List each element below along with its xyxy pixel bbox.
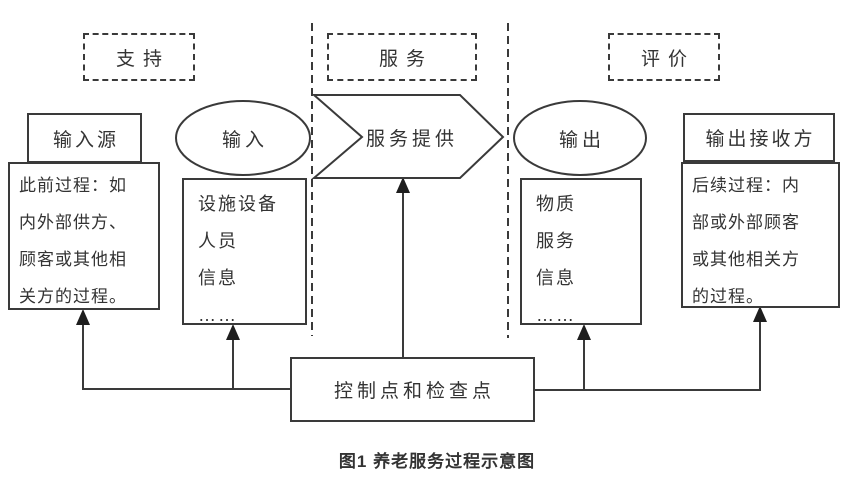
input-ellipse — [175, 100, 311, 176]
input-source-line: 此前过程：如 — [19, 176, 127, 195]
output-ellipse — [513, 100, 647, 176]
phase-label-service: 服务 — [378, 48, 433, 70]
arrowhead-to-service — [396, 177, 410, 193]
connector-control-left — [82, 320, 290, 390]
input-source-line: 顾客或其他相 — [19, 250, 127, 269]
phase-label-support: 支持 — [115, 48, 170, 70]
output-receiver-line: 的过程。 — [692, 287, 764, 306]
phase-box-evaluation: 评价 — [608, 33, 720, 81]
arrowhead-to-output-box — [577, 324, 591, 340]
control-points-label: 控制点和检查点 — [333, 381, 495, 402]
output-items-box: 物质 服务 信息 …… — [520, 178, 642, 325]
output-item: 物质 — [536, 194, 576, 214]
output-receiver-line: 后续过程：内 — [692, 176, 800, 195]
connector-control-right — [535, 317, 761, 391]
output-item: 服务 — [536, 231, 576, 251]
output-receiver-line: 或其他相关方 — [692, 250, 800, 269]
input-source-title: 输入源 — [52, 129, 119, 151]
output-ellipse-label: 输出 — [558, 129, 605, 151]
input-ellipse-label: 输入 — [221, 129, 268, 151]
service-provision-chevron — [311, 94, 505, 179]
output-receiver-title-box: 输出接收方 — [683, 113, 835, 162]
input-item: …… — [198, 305, 238, 325]
phase-label-evaluation: 评价 — [640, 48, 695, 70]
output-item: …… — [536, 305, 576, 325]
output-receiver-title: 输出接收方 — [705, 129, 816, 150]
output-receiver-body-box: 后续过程：内 部或外部顾客 或其他相关方 的过程。 — [681, 162, 840, 308]
input-source-line: 关方的过程。 — [19, 287, 127, 306]
figure-caption: 图1 养老服务过程示意图 — [338, 452, 536, 471]
input-source-title-box: 输入源 — [27, 113, 142, 163]
input-source-line: 内外部供方、 — [19, 213, 127, 232]
control-points-box: 控制点和检查点 — [290, 357, 535, 422]
input-source-body-box: 此前过程：如 内外部供方、 顾客或其他相 关方的过程。 — [8, 162, 160, 310]
service-provision-label: 服务提供 — [365, 128, 458, 150]
input-item: 信息 — [198, 268, 238, 288]
arrowhead-to-input-box — [226, 324, 240, 340]
input-items-box: 设施设备 人员 信息 …… — [182, 178, 307, 325]
arrowhead-to-input-source — [76, 309, 90, 325]
arrowhead-to-output-receiver — [753, 306, 767, 322]
output-receiver-line: 部或外部顾客 — [692, 213, 800, 232]
phase-box-support: 支持 — [83, 33, 195, 81]
input-item: 人员 — [198, 231, 238, 251]
input-item: 设施设备 — [198, 194, 278, 214]
output-item: 信息 — [536, 268, 576, 288]
phase-box-service: 服务 — [327, 33, 477, 81]
